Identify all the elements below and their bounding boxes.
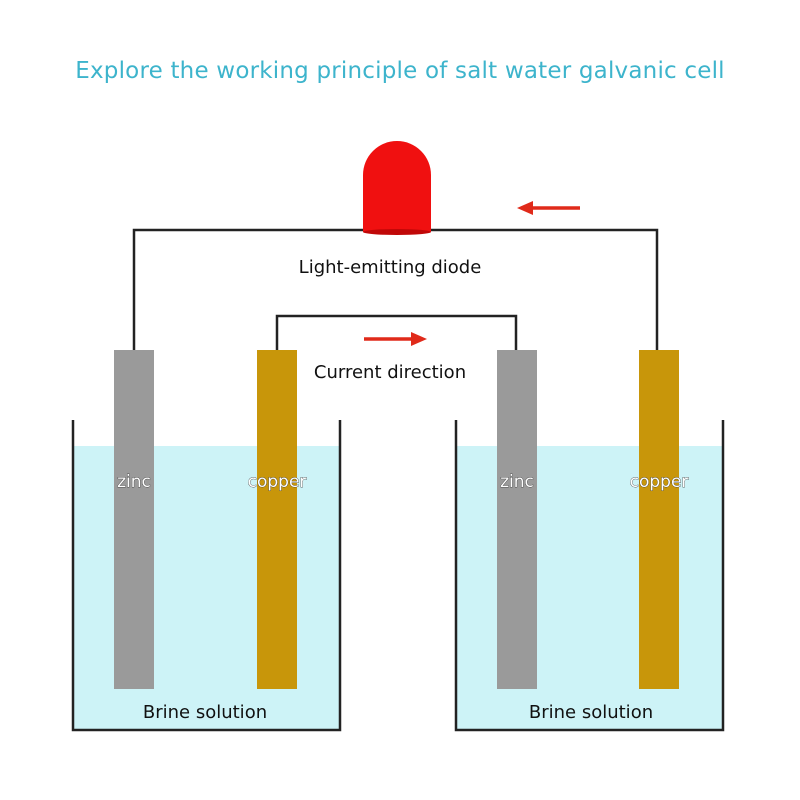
current-direction-label: Current direction <box>314 362 466 383</box>
left-zinc-label: zinc <box>117 472 151 492</box>
inner-connecting-wire <box>275 314 518 352</box>
outer-circuit-wire <box>132 228 659 352</box>
current-arrow-right-icon <box>364 332 427 346</box>
right-copper-label: copper <box>630 472 689 492</box>
right-beaker <box>454 420 725 732</box>
left-copper-label: copper <box>248 472 307 492</box>
left-zinc-electrode <box>114 350 154 689</box>
diagram-title: Explore the working principle of salt wa… <box>75 58 725 84</box>
led-icon <box>363 141 431 235</box>
right-copper-electrode <box>639 350 679 689</box>
current-arrow-left-icon <box>517 201 580 215</box>
left-beaker <box>71 420 342 732</box>
right-zinc-label: zinc <box>500 472 534 492</box>
right-zinc-electrode <box>497 350 537 689</box>
left-solution-label: Brine solution <box>143 702 267 723</box>
led-label: Light-emitting diode <box>299 257 482 278</box>
left-copper-electrode <box>257 350 297 689</box>
right-solution-label: Brine solution <box>529 702 653 723</box>
